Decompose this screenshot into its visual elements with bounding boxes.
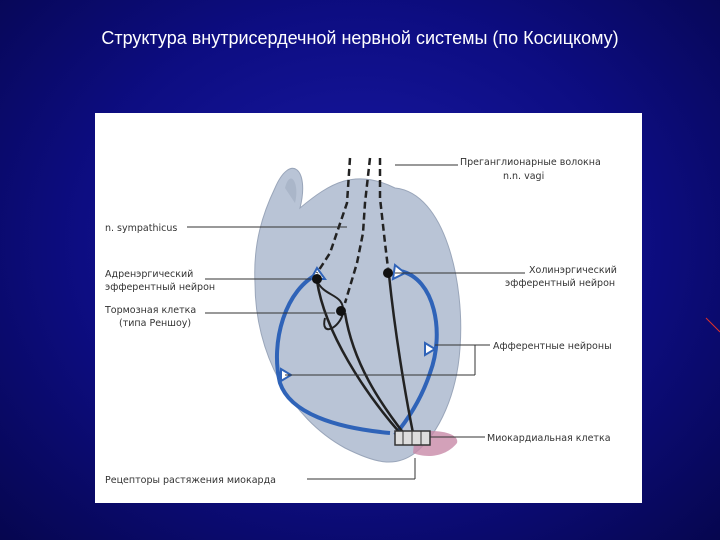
label-adrenergic-2: эфферентный нейрон [105, 282, 215, 293]
label-adrenergic-1: Адренэргический [105, 269, 193, 280]
afferent-arrow-3 [391, 263, 407, 281]
efferent-fiber-1 [315, 280, 401, 434]
afferent-arrow-4 [424, 341, 437, 357]
heart-auricle [285, 178, 297, 203]
afferent-path-left [275, 271, 391, 435]
adrenergic-neuron [312, 274, 322, 284]
label-receptors: Рецепторы растяжения миокарда [105, 475, 276, 486]
heart-shape [254, 167, 462, 463]
heart-nervous-system-diagram: Преганглионарные волокна n.n. vagi n. sy… [95, 113, 642, 503]
label-cholinergic-1: Холинэргический [529, 265, 617, 276]
slide-title: Структура внутрисердечной нервной систем… [101, 28, 619, 48]
inhibitory-cell [336, 306, 346, 316]
label-inhibitory-2: (типа Реншоу) [119, 318, 191, 329]
label-sympathicus: n. sympathicus [105, 223, 177, 234]
preganglionic-fiber-1 [315, 157, 352, 274]
efferent-fiber-3 [387, 274, 415, 434]
afferent-path-right [393, 269, 439, 437]
efferent-fiber-2 [343, 312, 406, 436]
diagram-svg: Преганглионарные волокна n.n. vagi n. sy… [104, 157, 617, 486]
label-cholinergic-2: эфферентный нейрон [505, 278, 615, 289]
label-inhibitory-1: Тормозная клетка [104, 305, 196, 316]
leader-lines [187, 164, 525, 480]
label-afferent: Афферентные нейроны [493, 341, 612, 352]
label-preganglionic-1: Преганглионарные волокна [460, 157, 601, 168]
label-preganglionic-2: n.n. vagi [503, 171, 544, 182]
cholinergic-neuron [383, 268, 393, 278]
label-myocardial: Миокардиальная клетка [487, 433, 611, 444]
